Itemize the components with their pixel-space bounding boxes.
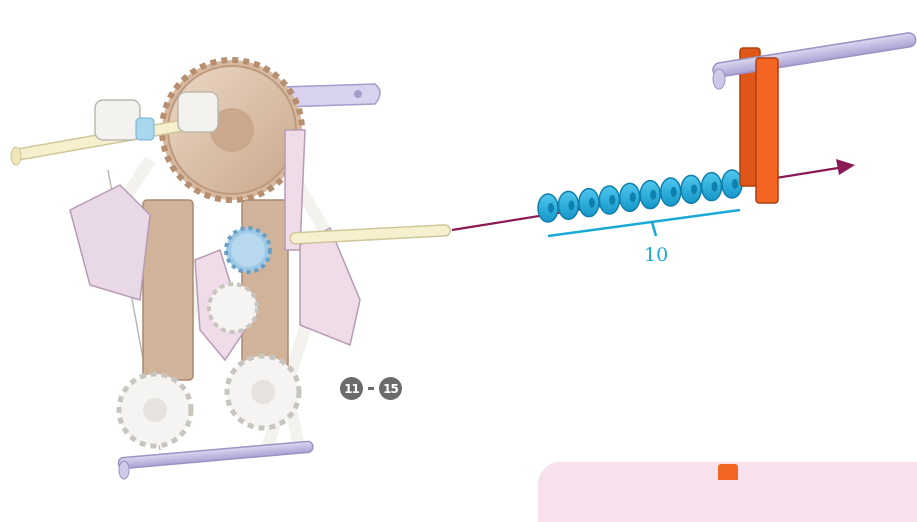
white-connector <box>178 92 218 132</box>
blue-bushing <box>136 118 154 140</box>
tan-rod <box>143 200 193 380</box>
orange-connector-front <box>756 58 778 203</box>
step-end-badge: 15 <box>379 377 402 400</box>
white-gear-left <box>119 374 191 446</box>
spacer-hole <box>589 198 595 208</box>
orange-part-preview <box>718 464 738 480</box>
spacer-hole <box>671 187 677 197</box>
pink-connector <box>70 185 150 300</box>
spacer-hole <box>568 200 574 210</box>
small-blue-gear <box>226 228 270 272</box>
white-gear-right <box>227 356 299 428</box>
assembly-illustration <box>0 0 917 495</box>
spacer-count-label: 10 <box>644 244 668 266</box>
spacer-hole <box>691 184 697 194</box>
spacer-hole <box>732 179 738 189</box>
spacer-hole <box>650 190 656 200</box>
step-range-badge: 11 15 <box>340 377 402 400</box>
white-connector <box>95 100 140 140</box>
step-start-badge: 11 <box>340 377 363 400</box>
instruction-figure: 10 11 15 <box>0 0 917 495</box>
next-step-panel <box>538 462 917 522</box>
step-range-separator <box>368 387 374 390</box>
spacer-hole <box>630 192 636 202</box>
spacer-hole <box>712 182 718 192</box>
gear-model <box>11 60 450 479</box>
arrow-head-icon <box>836 159 855 175</box>
lavender-rod-bottom <box>118 441 313 469</box>
count-bracket-tick <box>652 222 656 236</box>
spacer-hole <box>609 195 615 205</box>
pink-connector <box>300 228 360 345</box>
cream-axle-middle <box>290 225 450 244</box>
white-gear-small <box>209 284 257 332</box>
spacer-hole <box>548 203 554 213</box>
orange-connector-assembly <box>712 32 917 203</box>
connector-hole <box>354 90 362 98</box>
